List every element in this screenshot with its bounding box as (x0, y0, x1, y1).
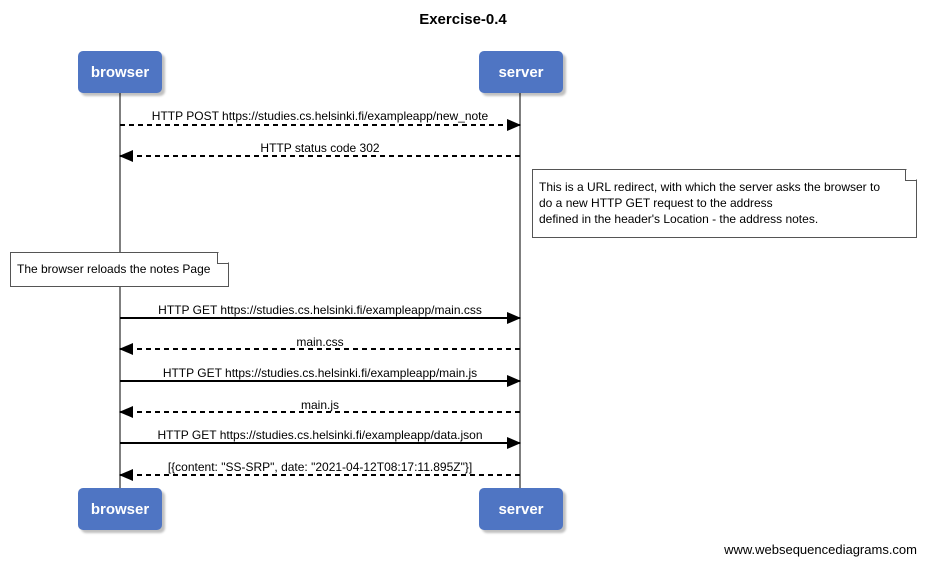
server-actor-top: server (479, 51, 563, 93)
note-line: defined in the header's Location - the a… (539, 212, 819, 226)
server-lifeline (519, 93, 521, 488)
note-fold (217, 253, 228, 264)
message-label: main.js (300, 398, 339, 412)
note-fold (905, 170, 916, 181)
footer-credit: www.websequencediagrams.com (724, 542, 917, 557)
browser-actor-top: browser (78, 51, 162, 93)
message-label: [{content: "SS-SRP", date: "2021-04-12T0… (167, 460, 473, 474)
message-label: HTTP status code 302 (260, 141, 380, 155)
browser-lifeline (119, 93, 121, 488)
message-label: HTTP GET https://studies.cs.helsinki.fi/… (162, 366, 478, 380)
diagram-title: Exercise-0.4 (419, 11, 507, 28)
note-line: This is a URL redirect, with which the s… (539, 180, 881, 194)
server-actor-bottom: server (479, 488, 563, 530)
message-label: HTTP GET https://studies.cs.helsinki.fi/… (158, 303, 482, 317)
message-label: main.css (296, 335, 344, 349)
browser-actor-bottom: browser (78, 488, 162, 530)
note-line: do a new HTTP GET request to the address (539, 196, 773, 210)
redirect-note: This is a URL redirect, with which the s… (532, 169, 917, 238)
note-line: The browser reloads the notes Page (17, 262, 211, 276)
reload-note: The browser reloads the notes Page (10, 252, 229, 287)
message-label: HTTP POST https://studies.cs.helsinki.fi… (151, 109, 489, 123)
message-label: HTTP GET https://studies.cs.helsinki.fi/… (157, 428, 483, 442)
